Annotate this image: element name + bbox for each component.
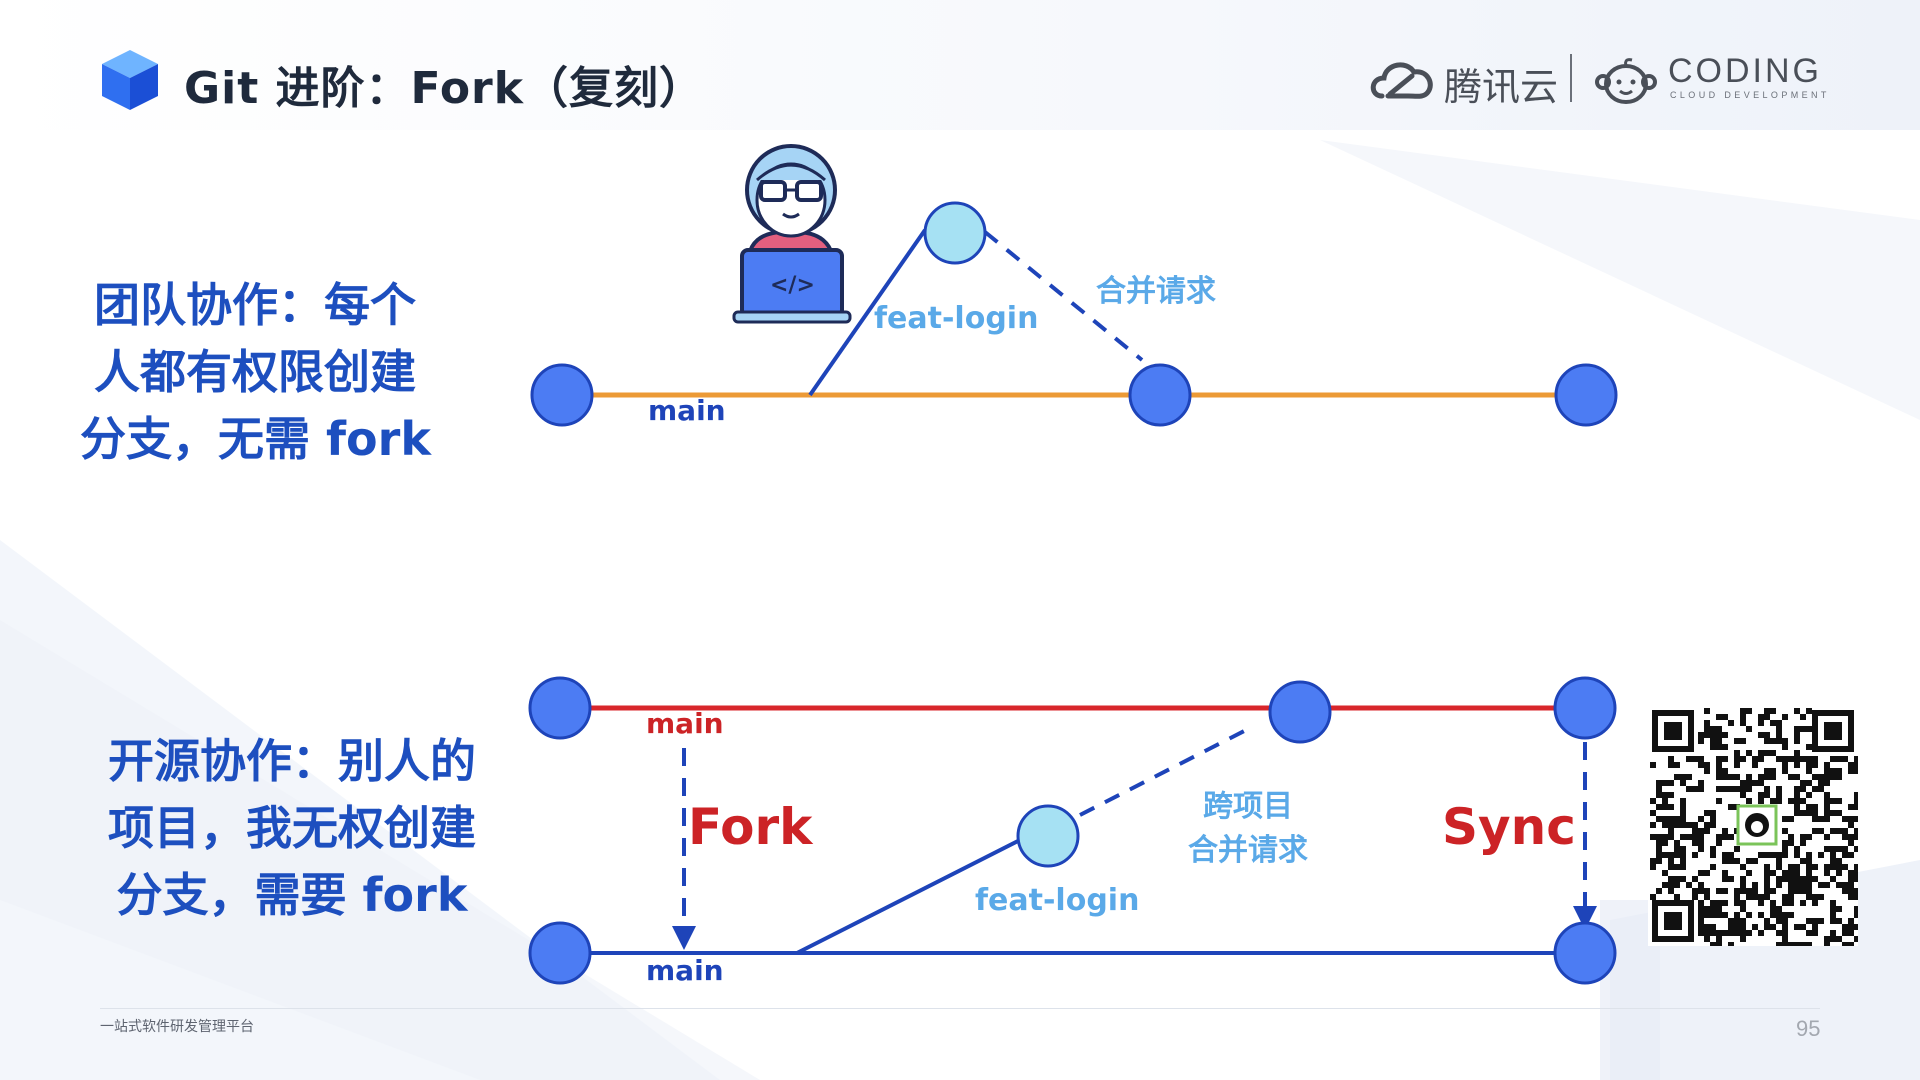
upstream-commit-1 [528, 676, 592, 740]
brand-coding-text: CODING [1668, 52, 1822, 90]
brand-logos: 腾讯云 CODING CLOUD DEVELOPMENT [1368, 50, 1828, 110]
fork-main-label: main [646, 954, 724, 987]
page-number: 95 [1796, 1016, 1821, 1041]
team-feature-commit [923, 201, 987, 265]
cross-merge-label-line1: 跨项目 [1203, 789, 1293, 824]
team-line-2: 人都有权限创建 [94, 345, 416, 399]
fork-feature-commit [1016, 804, 1080, 868]
brand-coding-subtitle: CLOUD DEVELOPMENT [1670, 90, 1830, 100]
team-merge-request-label: 合并请求 [1096, 274, 1216, 309]
brand-tencent-text: 腾讯云 [1444, 65, 1559, 109]
opensource-collab-description: 开源协作：别人的 项目，我无权创建 分支，需要 fork [92, 728, 492, 929]
fork-commit-1 [528, 921, 592, 985]
upstream-main-label: main [646, 707, 724, 740]
header-bar [0, 0, 1920, 130]
tencent-cloud-icon [1370, 62, 1433, 99]
team-merge-request-line [983, 230, 1144, 362]
github-icon [1736, 804, 1778, 846]
team-feature-label: feat-login [874, 301, 1038, 336]
footer-divider [100, 1008, 1820, 1009]
fork-commit-2 [1553, 921, 1617, 985]
fork-feature-branch-line [796, 838, 1021, 955]
sync-label: Sync [1442, 798, 1576, 856]
cube-logo-icon [102, 50, 158, 110]
page-title: Git 进阶：Fork（复刻） [184, 63, 705, 114]
team-main-label: main [648, 394, 726, 427]
team-main-commit-2 [1128, 363, 1192, 427]
opensource-line-1: 开源协作：别人的 [108, 734, 476, 788]
team-main-commit-3 [1554, 363, 1618, 427]
opensource-diagram: main main Fork Sync feat-login 跨项目 合并请求 [528, 676, 1617, 987]
opensource-line-3: 分支，需要 fork [116, 868, 468, 922]
upstream-commit-3 [1553, 676, 1617, 740]
cross-merge-request-line [1079, 724, 1255, 817]
team-feature-branch-line [808, 228, 927, 397]
team-diagram: main feat-login 合并请求 </> [530, 144, 1618, 427]
qr-code-icon [1648, 706, 1858, 946]
fork-feature-label: feat-login [975, 883, 1139, 918]
fork-label: Fork [688, 798, 814, 856]
coding-monkey-icon [1595, 58, 1657, 104]
upstream-commit-2 [1268, 680, 1332, 744]
footer-slogan: 一站式软件研发管理平台 [100, 1019, 254, 1035]
team-collab-description: 团队协作：每个 人都有权限创建 分支，无需 fork [80, 272, 431, 473]
developer-avatar-icon: </> [732, 144, 852, 324]
team-main-commit-1 [530, 363, 594, 427]
cross-merge-label-line2: 合并请求 [1188, 833, 1308, 868]
qr-finder-patterns [1652, 710, 1854, 942]
team-line-3: 分支，无需 fork [80, 412, 431, 466]
code-glyph-text: </> [770, 273, 815, 298]
brand-separator [1570, 54, 1572, 102]
opensource-line-2: 项目，我无权创建 [108, 801, 476, 855]
team-line-1: 团队协作：每个 [94, 278, 416, 332]
